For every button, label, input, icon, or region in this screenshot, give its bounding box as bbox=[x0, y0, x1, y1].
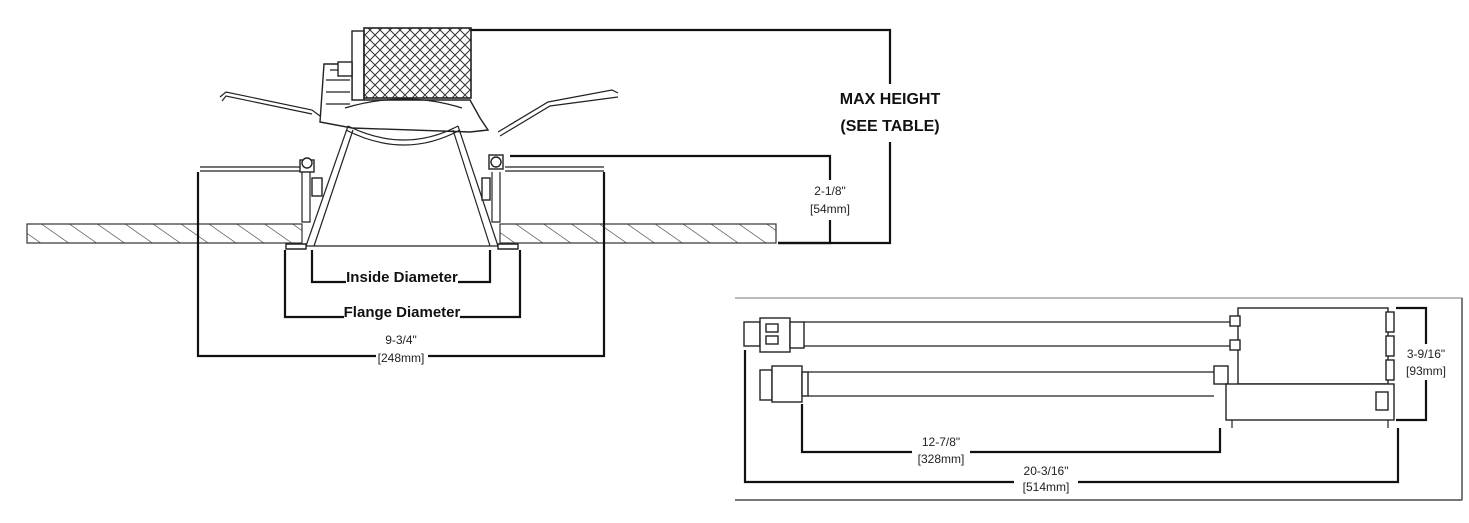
junction-box bbox=[319, 27, 490, 133]
flange-diameter-dimension: Flange Diameter bbox=[283, 250, 522, 321]
flange-diameter-label: Flange Diameter bbox=[344, 304, 461, 321]
connector-bottom bbox=[759, 365, 1229, 403]
driver-height-dimension: 3-9/16" [93mm] bbox=[1396, 306, 1450, 422]
cable-length-dimension: 12-7/8" [328mm] bbox=[800, 404, 1222, 466]
inside-diameter-label: Inside Diameter bbox=[346, 269, 458, 286]
cutout-dimension: 9-3/4" [248mm] bbox=[196, 172, 606, 365]
cutout-mm: [248mm] bbox=[378, 351, 425, 365]
trim-flange bbox=[285, 243, 519, 250]
reflector-cone bbox=[305, 98, 499, 247]
overall-length-mm: [514mm] bbox=[1023, 480, 1070, 494]
cutout-inches: 9-3/4" bbox=[385, 333, 417, 347]
max-height-label: MAX HEIGHT bbox=[840, 91, 941, 108]
max-height-dimension: MAX HEIGHT (SEE TABLE) bbox=[471, 28, 941, 245]
cable-length-inches: 12-7/8" bbox=[922, 435, 960, 449]
driver-height-inches: 3-9/16" bbox=[1407, 347, 1445, 361]
depth-mm: [54mm] bbox=[810, 202, 850, 216]
depth-inches: 2-1/8" bbox=[814, 184, 846, 198]
connector-top bbox=[743, 317, 1232, 353]
cable-length-mm: [328mm] bbox=[918, 452, 965, 466]
mounting-brackets bbox=[200, 154, 604, 223]
driver-height-mm: [93mm] bbox=[1406, 364, 1446, 378]
mounting-springs bbox=[219, 89, 619, 137]
led-driver bbox=[1225, 307, 1395, 428]
inside-diameter-dimension: Inside Diameter bbox=[310, 250, 492, 286]
depth-dimension: 2-1/8" [54mm] bbox=[510, 154, 854, 245]
overall-length-inches: 20-3/16" bbox=[1024, 464, 1069, 478]
overall-length-dimension: 20-3/16" [514mm] bbox=[743, 350, 1400, 494]
see-table-label: (SEE TABLE) bbox=[840, 118, 939, 135]
ceiling-section bbox=[26, 223, 777, 244]
